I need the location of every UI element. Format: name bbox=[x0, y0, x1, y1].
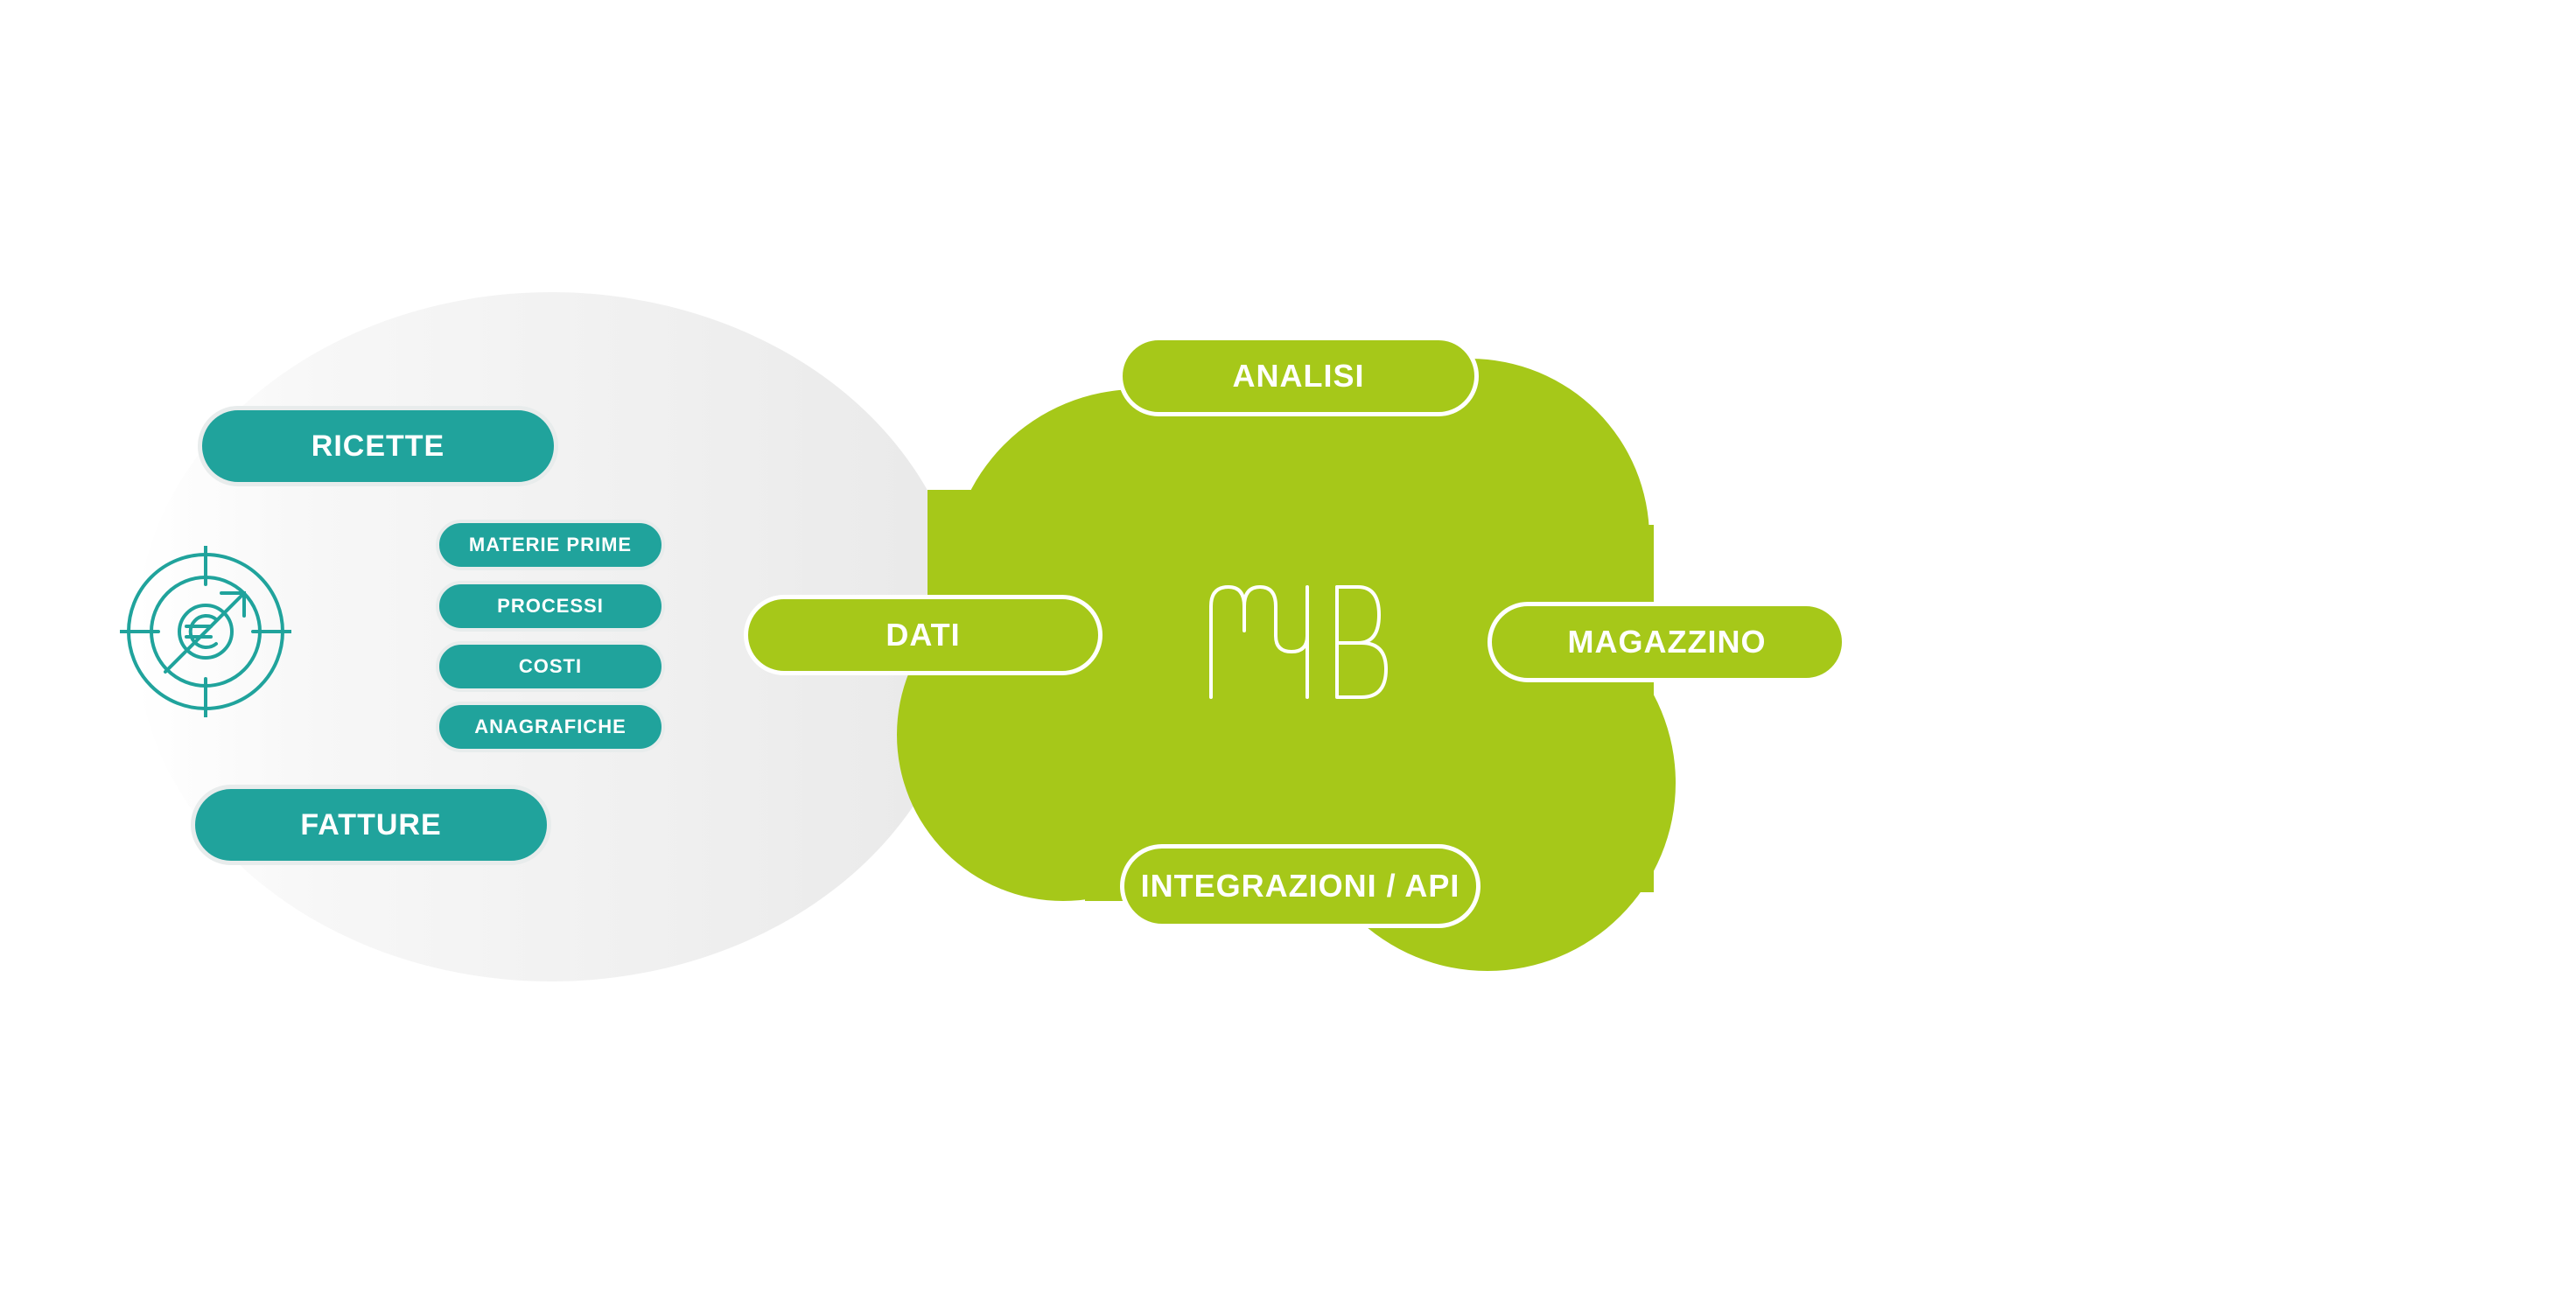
source-costi: COSTI bbox=[436, 641, 665, 692]
hub-cloud bbox=[897, 359, 1676, 971]
target-euro-icon bbox=[120, 546, 291, 717]
source-fatture: FATTURE bbox=[191, 785, 551, 865]
module-magazzino: MAGAZZINO bbox=[1488, 602, 1846, 682]
myb-logo bbox=[1209, 585, 1388, 699]
source-processi: PROCESSI bbox=[436, 581, 665, 632]
module-integrazioni-api: INTEGRAZIONI / API bbox=[1120, 844, 1480, 928]
source-ricette: RICETTE bbox=[198, 406, 558, 486]
source-anagrafiche: ANAGRAFICHE bbox=[436, 702, 665, 752]
module-dati: DATI bbox=[744, 595, 1102, 675]
source-materie-prime: MATERIE PRIME bbox=[436, 520, 665, 570]
module-analisi: ANALISI bbox=[1118, 336, 1479, 416]
